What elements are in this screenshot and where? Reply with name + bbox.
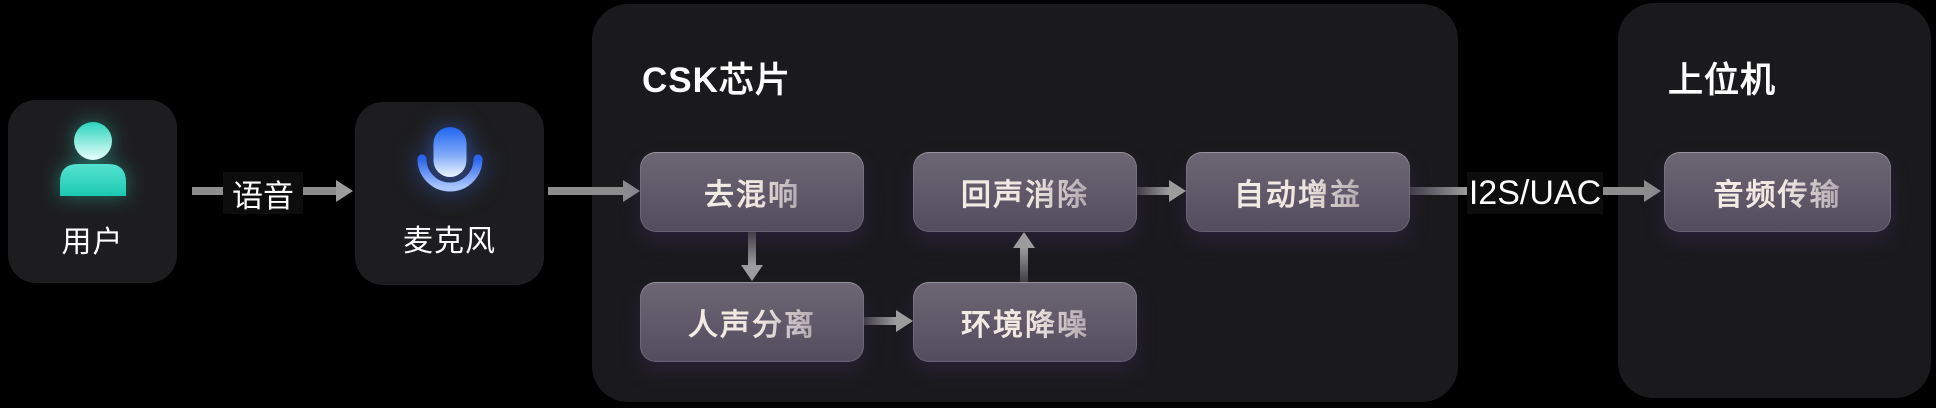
user-node: 用户 [8,100,177,283]
voice-separation-label: 人声分离 [688,300,816,344]
microphone-label: 麦克风 [403,225,496,258]
microphone-node: 麦克风 [355,102,544,285]
person-icon [57,122,129,201]
echo-cancellation-label: 回声消除 [961,170,1089,214]
noise-to-echo-line [1020,248,1028,282]
mic-to-chip-arrow-line [548,187,623,195]
voice-edge-label: 语音 [223,172,303,214]
i2s-arrow-line-right [1603,187,1644,195]
audio-transfer-label: 音频传输 [1714,170,1842,214]
dereverb-to-separation-line [748,232,756,265]
i2s-arrowhead-icon [1644,180,1661,202]
dereverberation-label: 去混响 [704,170,800,214]
host-title: 上位机 [1668,61,1777,100]
audio-transfer-box: 音频传输 [1664,152,1891,232]
dereverberation-box: 去混响 [640,152,864,232]
mic-to-chip-arrowhead-icon [623,180,640,202]
voice-arrow-line-right [303,187,336,195]
separation-to-noise-arrowhead-icon [896,310,913,332]
noise-reduction-box: 环境降噪 [913,282,1137,362]
echo-cancellation-box: 回声消除 [913,152,1137,232]
microphone-icon [416,127,484,200]
echo-to-gain-line [1137,187,1169,195]
i2s-edge-label: I2S/UAC [1467,172,1603,214]
noise-reduction-label: 环境降噪 [961,300,1089,344]
auto-gain-label: 自动增益 [1234,170,1362,214]
i2s-arrow-line-left [1410,187,1467,195]
echo-to-gain-arrowhead-icon [1169,180,1186,202]
voice-arrow-line-left [192,187,223,195]
voice-arrowhead-icon [336,180,353,202]
noise-to-echo-arrowhead-icon [1013,232,1035,248]
voice-separation-box: 人声分离 [640,282,864,362]
user-label: 用户 [61,226,124,259]
auto-gain-box: 自动增益 [1186,152,1410,232]
dereverb-to-separation-arrowhead-icon [741,265,763,281]
csk-chip-title: CSK芯片 [642,61,791,100]
separation-to-noise-line [864,317,896,325]
